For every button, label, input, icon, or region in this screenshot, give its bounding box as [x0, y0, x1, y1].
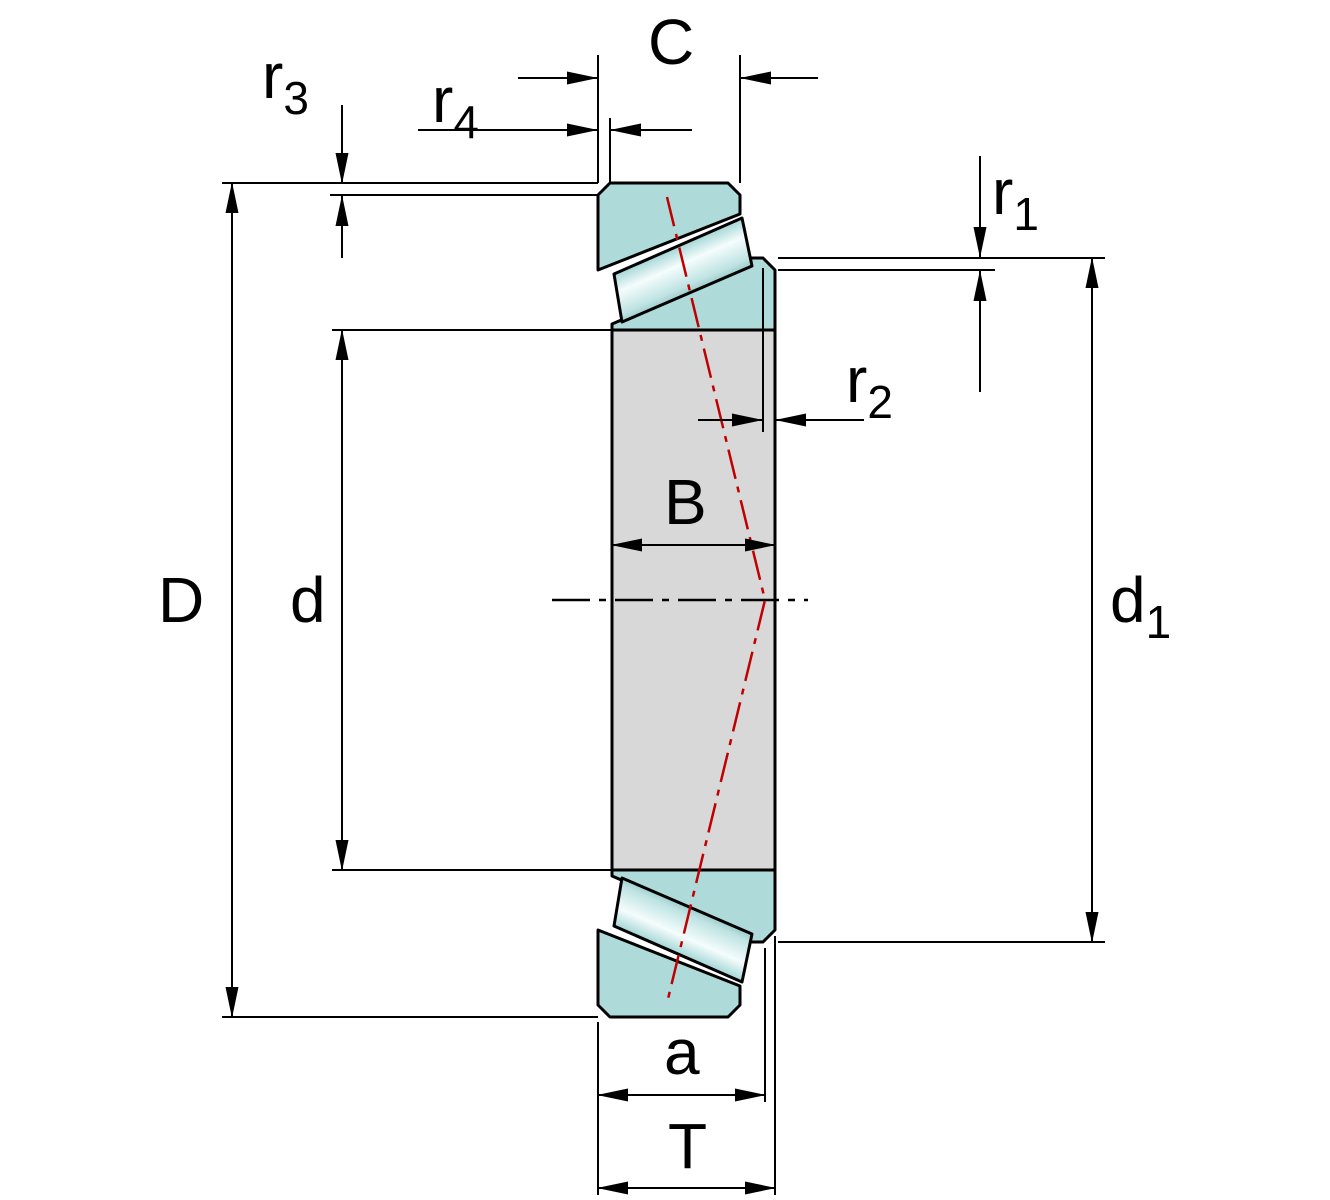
label-a: a — [664, 1016, 700, 1088]
label-r1: r1 — [992, 156, 1039, 240]
dimension-labels: D d d1 B C a T r3 r4 r1 r2 — [158, 6, 1171, 1182]
label-B: B — [664, 466, 707, 538]
dimension-lines — [225, 71, 1099, 1195]
label-r3: r3 — [262, 40, 309, 124]
label-r2: r2 — [846, 344, 893, 428]
label-r4: r4 — [432, 64, 479, 148]
label-C: C — [648, 6, 694, 78]
contact-pressure-line — [665, 196, 767, 1004]
label-d1: d1 — [1110, 564, 1171, 648]
outer-ring-bottom-section — [596, 928, 742, 1019]
label-d: d — [290, 564, 326, 636]
tapered-roller-bottom — [612, 876, 754, 984]
bearing-cross-section — [552, 181, 808, 1019]
extension-lines — [222, 55, 1105, 1195]
label-T: T — [668, 1110, 707, 1182]
tapered-roller-top — [612, 216, 754, 324]
label-D: D — [158, 564, 204, 636]
